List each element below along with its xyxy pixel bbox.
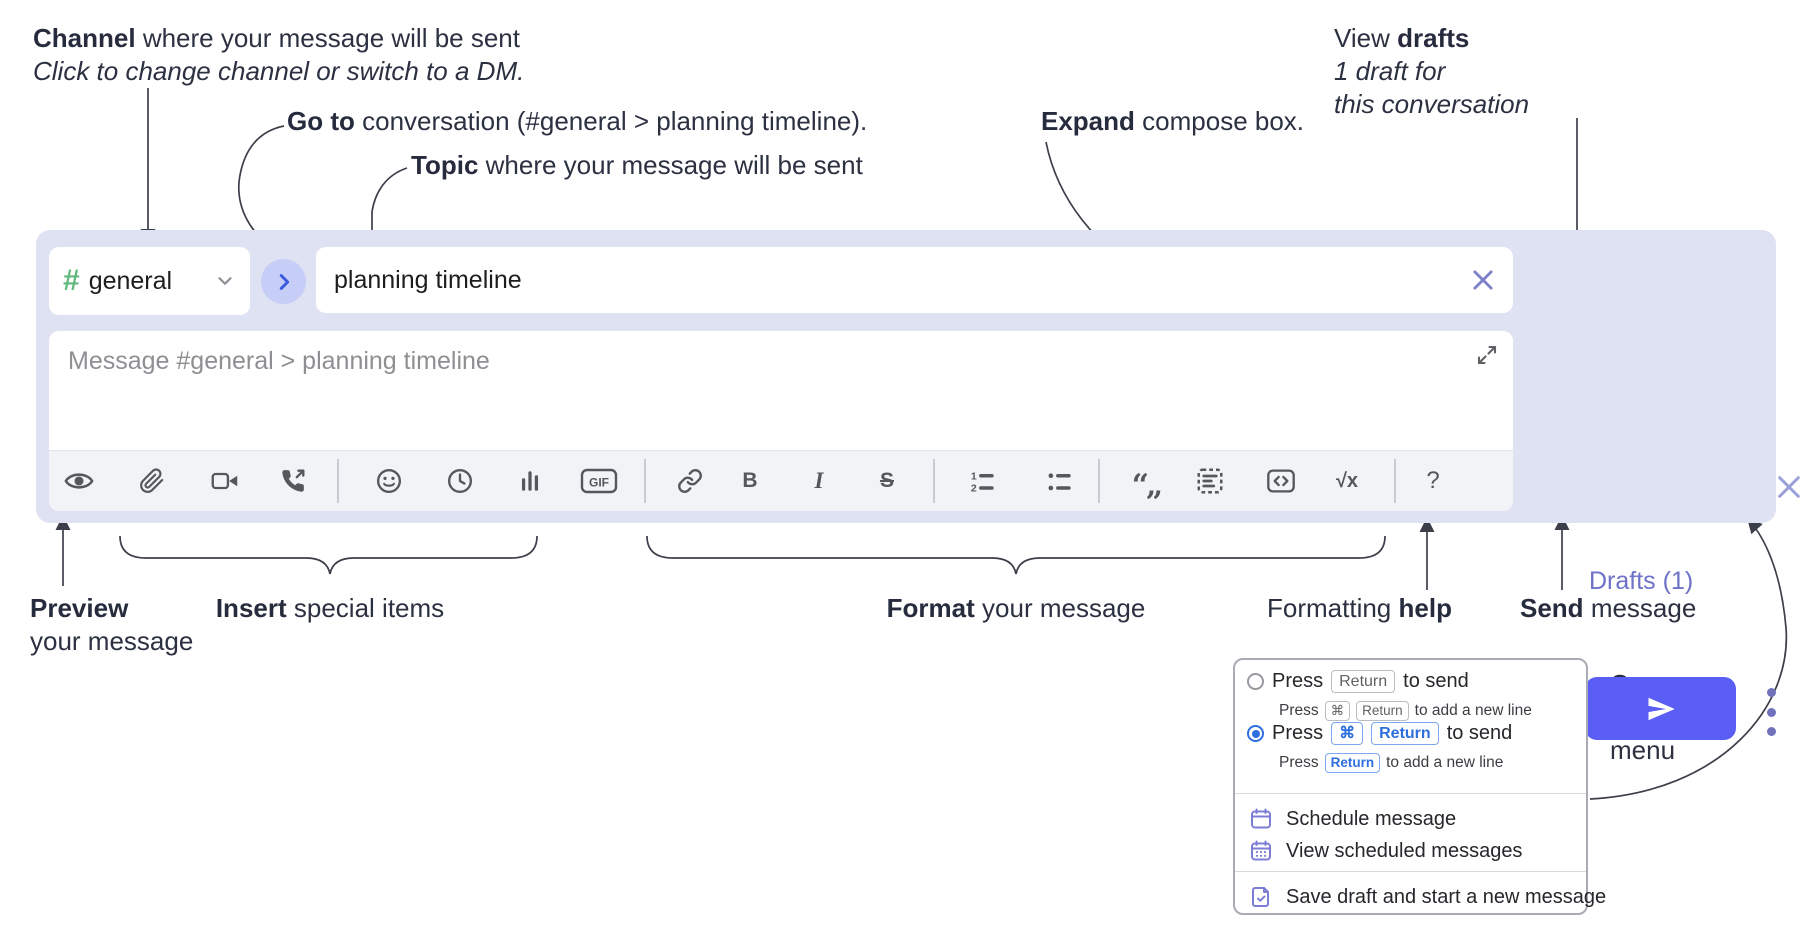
channel-annotation-bold: Channel bbox=[33, 23, 136, 53]
svg-text:1: 1 bbox=[971, 470, 977, 482]
phone-outgoing-icon[interactable] bbox=[273, 461, 313, 501]
return-to-send-option[interactable]: Press Return to send bbox=[1247, 670, 1469, 693]
video-icon[interactable] bbox=[205, 461, 245, 501]
cmd-key: ⌘ bbox=[1324, 701, 1351, 721]
blockquote-icon[interactable]: “„ bbox=[1131, 468, 1163, 503]
gif-icon[interactable]: GIF bbox=[579, 461, 619, 501]
popup-divider bbox=[1235, 871, 1586, 872]
topic-value: planning timeline bbox=[334, 265, 522, 294]
insert-brace bbox=[119, 535, 538, 575]
save-draft-icon bbox=[1252, 887, 1269, 907]
link-icon[interactable] bbox=[670, 461, 710, 501]
calendar-icon bbox=[1251, 808, 1271, 829]
topic-input[interactable]: planning timeline bbox=[316, 247, 1513, 313]
formatting-help-annotation: Formatting help bbox=[1267, 593, 1452, 623]
drafts-link[interactable]: Drafts (1) bbox=[1589, 567, 1694, 595]
popup-divider bbox=[1235, 793, 1586, 794]
cmd-return-to-send-sub: Press Return to add a new line bbox=[1279, 753, 1504, 773]
radio-selected[interactable] bbox=[1247, 725, 1264, 742]
drafts-annotation: View drafts 1 draft for this conversatio… bbox=[1334, 23, 1530, 119]
preview-eye-icon[interactable] bbox=[59, 461, 99, 501]
toolbar-divider bbox=[1098, 459, 1100, 503]
code-block-icon[interactable] bbox=[1190, 461, 1230, 501]
send-icon bbox=[1648, 697, 1675, 720]
expand-compose-icon[interactable] bbox=[1475, 343, 1499, 367]
channel-hash-icon: # bbox=[63, 264, 80, 297]
calendar-grid-icon bbox=[1251, 840, 1271, 861]
formatting-help-icon[interactable]: ? bbox=[1426, 467, 1440, 494]
channel-annotation-sub: Click to change channel or switch to a D… bbox=[33, 56, 525, 86]
cmd-key: ⌘ bbox=[1331, 722, 1364, 745]
cmd-return-to-send-option[interactable]: Press ⌘ Return to send bbox=[1247, 722, 1512, 745]
topic-annotation: Topic where your message will be sent bbox=[411, 150, 863, 180]
svg-text:2: 2 bbox=[971, 483, 977, 495]
return-to-send-sub: Press ⌘ Return to add a new line bbox=[1279, 701, 1532, 721]
emoji-icon[interactable] bbox=[369, 461, 409, 501]
chevron-down-icon bbox=[218, 277, 232, 285]
preview-annotation: Preview your message bbox=[30, 593, 194, 656]
save-draft-item[interactable]: Save draft and start a new message bbox=[1249, 885, 1606, 909]
formula-icon[interactable]: √x bbox=[1335, 469, 1359, 492]
channel-annotation: Channel where your message will be sent … bbox=[33, 23, 525, 86]
return-key: Return bbox=[1356, 701, 1409, 721]
format-annotation: Format your message bbox=[886, 593, 1146, 623]
strikethrough-icon[interactable]: S bbox=[879, 469, 894, 492]
close-compose-icon[interactable] bbox=[1773, 471, 1805, 503]
compose-options-button[interactable] bbox=[1764, 688, 1778, 736]
radio-unselected[interactable] bbox=[1247, 673, 1264, 690]
bullet-list-icon[interactable] bbox=[1039, 461, 1079, 501]
insert-annotation: Insert special items bbox=[215, 593, 445, 623]
toolbar-divider bbox=[337, 459, 339, 503]
return-key: Return bbox=[1324, 753, 1381, 773]
goto-arrow bbox=[238, 125, 285, 248]
view-scheduled-messages-item[interactable]: View scheduled messages bbox=[1249, 839, 1522, 863]
inline-code-icon[interactable] bbox=[1261, 461, 1301, 501]
toolbar-divider bbox=[644, 459, 646, 503]
compose-panel: # general planning timeline Message #gen… bbox=[36, 230, 1800, 740]
italic-icon[interactable]: I bbox=[814, 468, 824, 493]
toolbar-divider bbox=[1394, 459, 1396, 503]
svg-text:GIF: GIF bbox=[589, 476, 609, 490]
message-input[interactable]: Message #general > planning timeline bbox=[49, 331, 1513, 451]
paperclip-icon[interactable] bbox=[132, 461, 172, 501]
send-annotation: Send message bbox=[1520, 593, 1697, 623]
compose-options-menu: Press Return to send Press ⌘ Return to a… bbox=[1233, 658, 1606, 915]
clear-topic-icon[interactable] bbox=[1469, 266, 1497, 294]
message-container: Message #general > planning timeline bbox=[49, 331, 1513, 511]
goto-annotation: Go to conversation (#general > planning … bbox=[287, 106, 868, 136]
format-brace bbox=[646, 535, 1386, 575]
channel-selector[interactable]: # general bbox=[49, 247, 250, 315]
clock-icon[interactable] bbox=[440, 461, 480, 501]
bold-icon[interactable]: B bbox=[742, 469, 758, 492]
schedule-message-item[interactable]: Schedule message bbox=[1249, 807, 1456, 831]
chevron-right-icon bbox=[279, 273, 289, 290]
poll-chart-icon[interactable] bbox=[510, 461, 550, 501]
message-placeholder: Message #general > planning timeline bbox=[68, 347, 490, 375]
send-button[interactable] bbox=[1585, 677, 1736, 740]
toolbar-divider bbox=[933, 459, 935, 503]
return-key: Return bbox=[1371, 722, 1439, 745]
return-key: Return bbox=[1331, 670, 1396, 693]
channel-name: general bbox=[88, 266, 173, 295]
expand-annotation: Expand compose box. bbox=[1041, 106, 1305, 136]
goto-conversation-button[interactable] bbox=[261, 259, 306, 304]
